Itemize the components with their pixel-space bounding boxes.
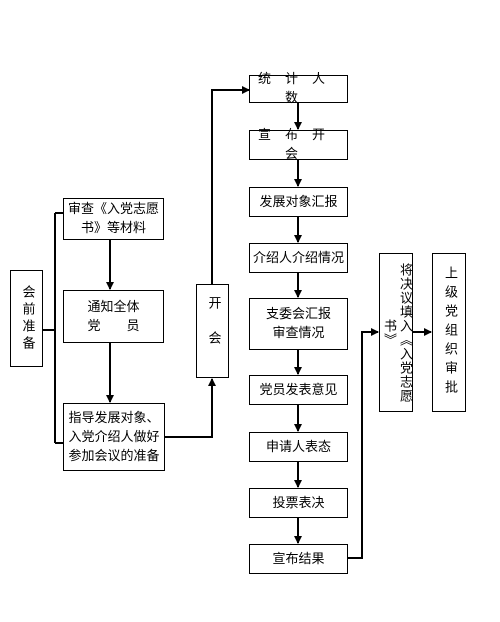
- flow-report-box: 发展对象汇报: [249, 187, 348, 217]
- prep-step-review-line1: 审查《入党志愿: [67, 202, 159, 217]
- prep-step-guide-line2: 入党介绍人做好: [68, 429, 160, 445]
- approval-label: 上级党组织审批: [442, 266, 457, 399]
- flow-announce-box: 宣布开会: [249, 128, 348, 162]
- arrow-meeting-to-flow: [211, 86, 250, 284]
- flow-committee-line2: 审查情况: [272, 326, 325, 341]
- flow-opinion-box: 党员发表意见: [249, 375, 348, 405]
- flow-count-box: 统计人数: [249, 72, 348, 106]
- prep-step-guide-line3: 参加会议的准备: [68, 448, 160, 464]
- flow-statement-box: 申请人表态: [249, 432, 348, 462]
- prep-step-guide-box: 指导发展对象、 入党介绍人做好 参加会议的准备: [63, 403, 165, 471]
- flow-opinion-label: 党员发表意见: [259, 382, 338, 398]
- prep-step-review-box: 审查《入党志愿 书》等材料: [63, 198, 164, 240]
- prep-step-notify-box: 通知全体 党 员: [63, 290, 164, 343]
- flow-introducer-box: 介绍人介绍情况: [249, 243, 348, 273]
- prep-step-guide-line1: 指导发展对象、: [68, 410, 160, 426]
- approval-box: 上级党组织审批: [432, 253, 466, 412]
- flow-report-label: 发展对象汇报: [259, 194, 338, 210]
- flow-committee-box: 支委会汇报 审查情况: [249, 298, 348, 350]
- prep-step-review-line2: 书》等材料: [80, 221, 146, 236]
- flow-vote-label: 投票表决: [272, 495, 325, 511]
- arrow-prep3-to-meeting: [165, 378, 216, 438]
- fillin-box: 将决议填入《入党志愿书》: [379, 253, 413, 412]
- flow-committee-line1: 支委会汇报: [265, 307, 331, 322]
- flow-announce-label: 宣布开会: [257, 128, 339, 162]
- meeting-label: 开会: [205, 296, 221, 366]
- flow-statement-label: 申请人表态: [265, 439, 331, 455]
- prep-step-notify-line1: 通知全体: [87, 299, 140, 315]
- meeting-box: 开会: [196, 284, 229, 378]
- flow-result-box: 宣布结果: [249, 544, 348, 574]
- prep-step-notify-line2: 党 员: [87, 318, 140, 334]
- fillin-label: 将决议填入《入党志愿书》: [381, 262, 412, 403]
- arrow-result-to-fillin: [348, 328, 379, 559]
- flow-count-label: 统计人数: [257, 72, 339, 106]
- prep-label: 会前准备: [19, 284, 35, 353]
- flow-introducer-label: 介绍人介绍情况: [252, 250, 344, 266]
- flow-result-label: 宣布结果: [272, 551, 325, 567]
- flow-vote-box: 投票表决: [249, 488, 348, 518]
- prep-label-box: 会前准备: [10, 270, 43, 367]
